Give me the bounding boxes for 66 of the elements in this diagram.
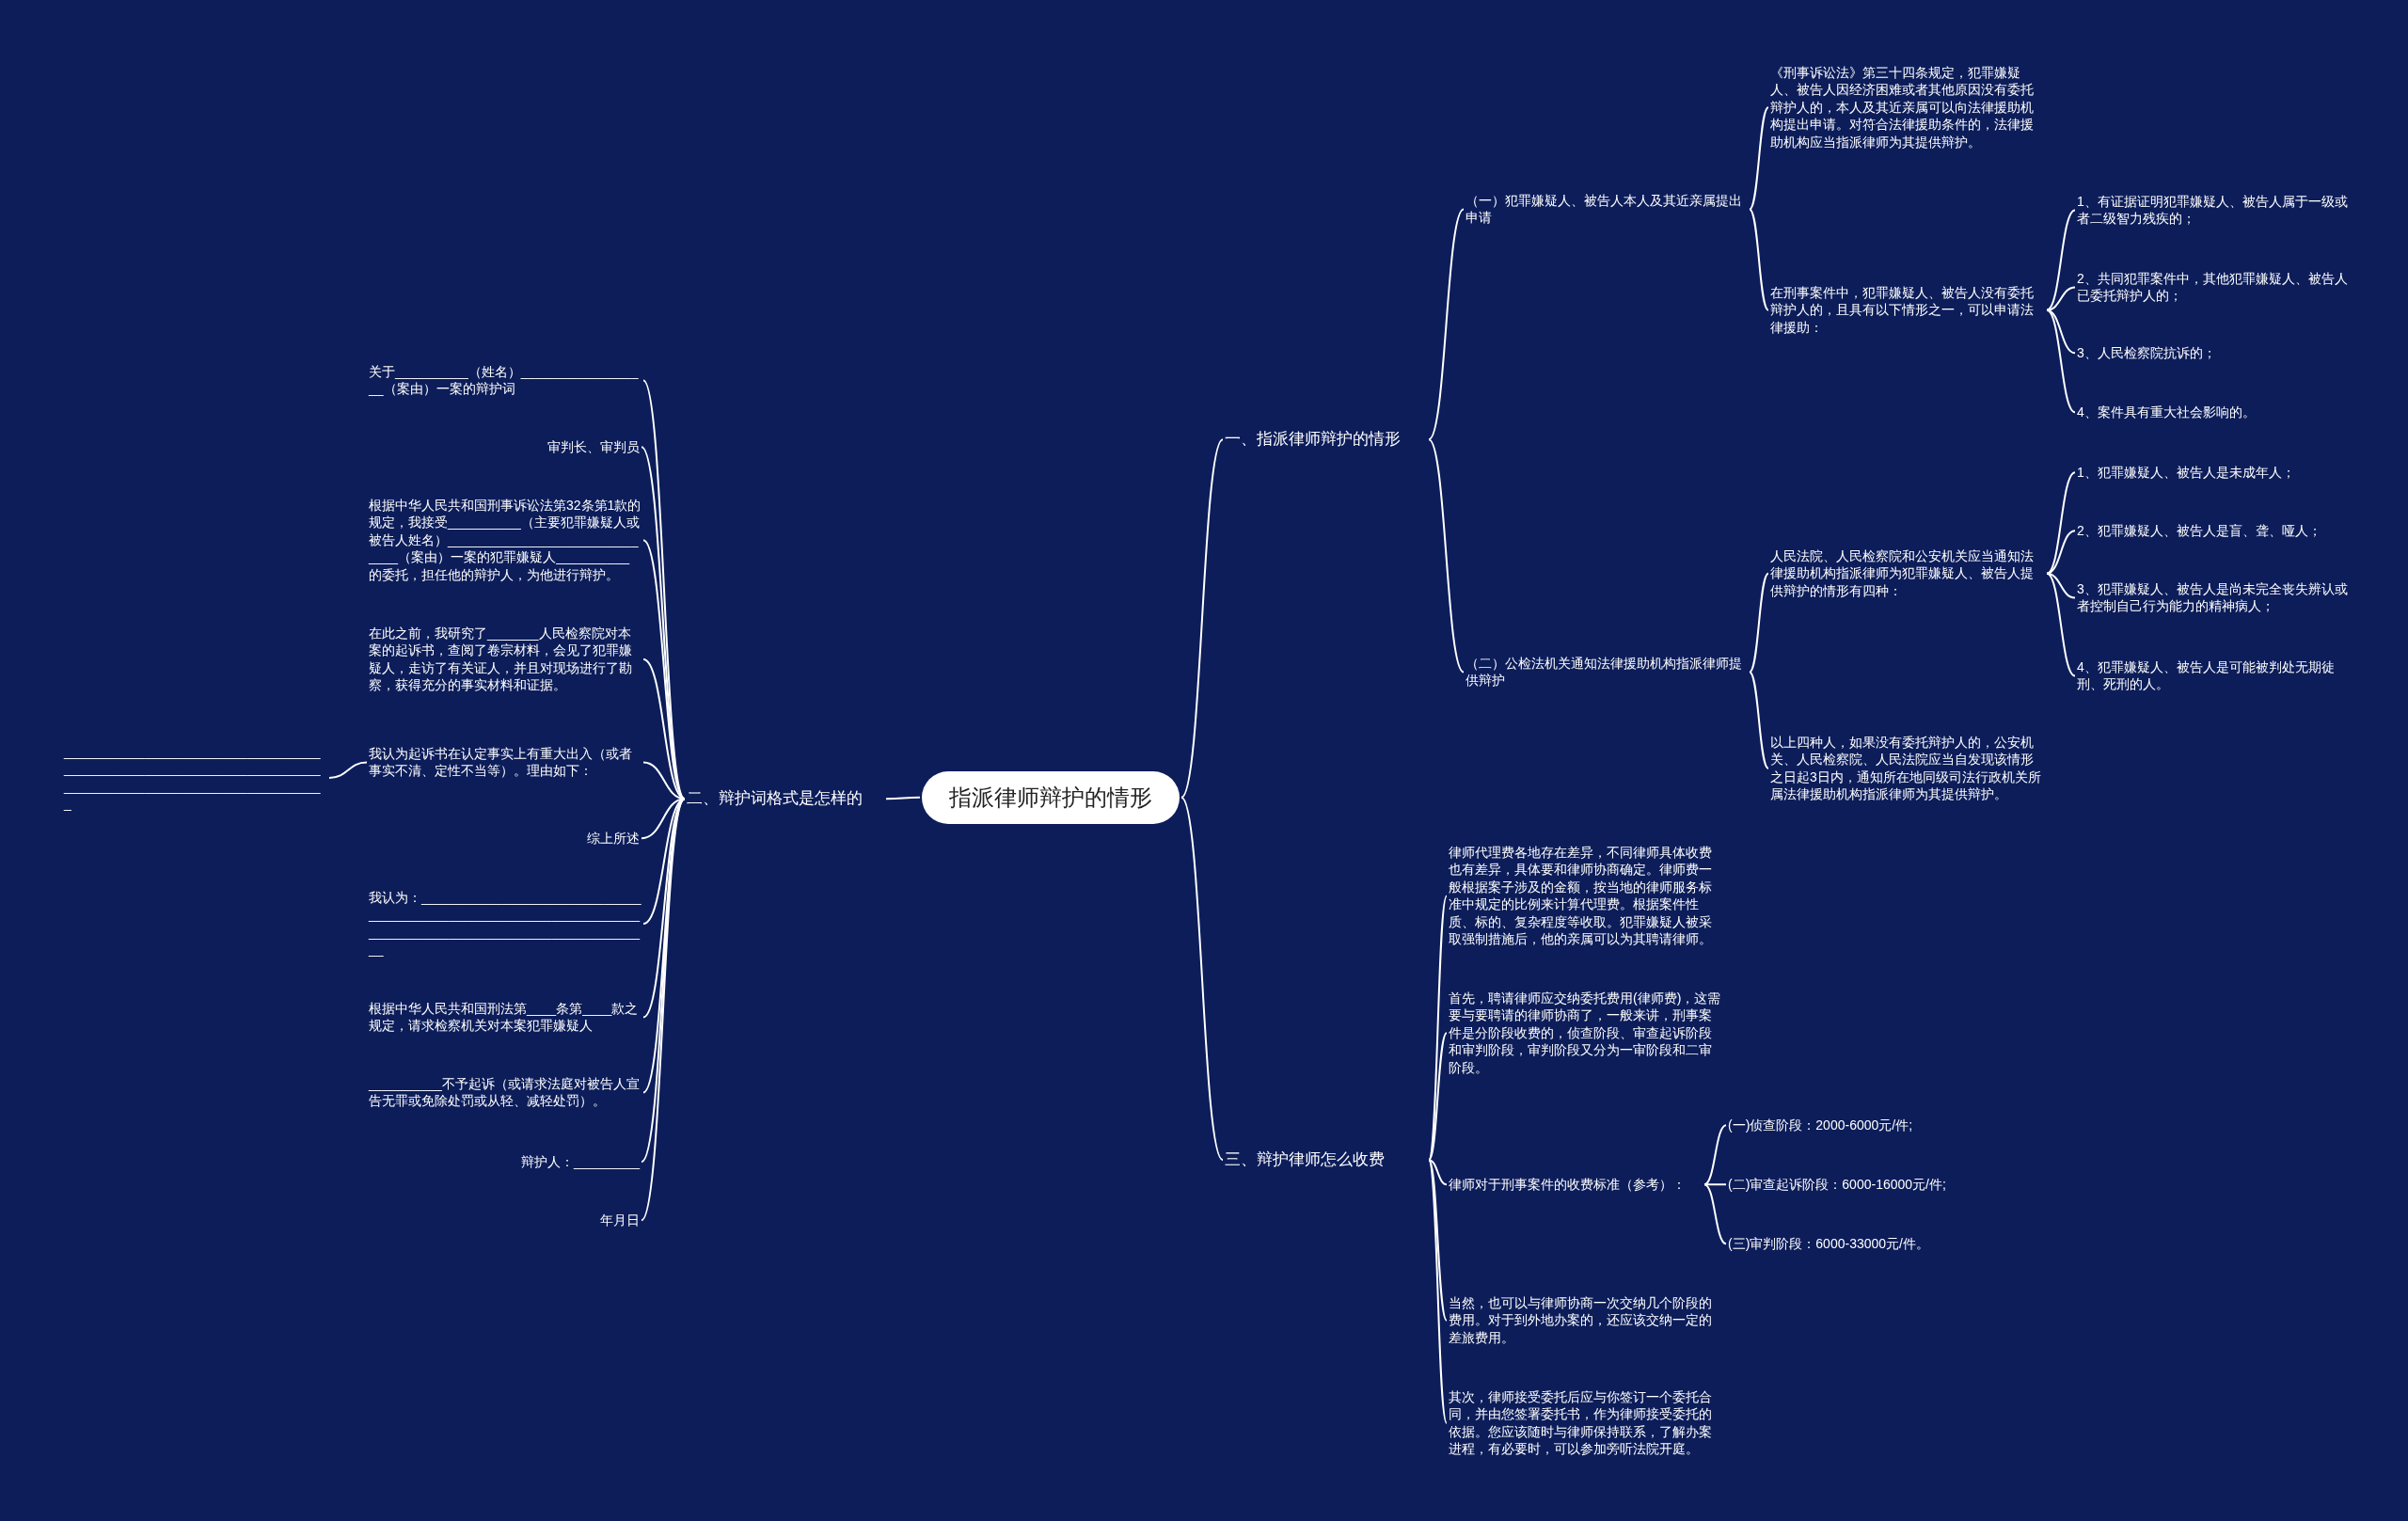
topic-text: 《刑事诉讼法》第三十四条规定，犯罪嫌疑人、被告人因经济困难或者其他原因没有委托辩护人的，本人及其近亲属可以向法律援助机构提出申请。对符合法律援助条件的，法律援助机构应当指派律师为其提供辩护。: [1770, 64, 2045, 151]
topic-text: __________________________________________________________________________________________________________: [64, 743, 327, 813]
connector-line: [2046, 572, 2076, 599]
topic-text: 在刑事案件中，犯罪嫌疑人、被告人没有委托辩护人的，且具有以下情形之一，可以申请法律援助：: [1770, 284, 2045, 337]
branch-topic: 三、辩护律师怎么收费: [1225, 1149, 1427, 1171]
topic-text: 律师代理费各地存在差异，不同律师具体收费也有差异，具体要和律师协商确定。律师费一般根据案子涉及的金额，按当地的律师服务标准中规定的比例来计算代理费。根据案件性质、标的、复杂程度等收取。犯罪嫌疑人被采取强制措施后，他的亲属可以为其聘请律师。: [1449, 844, 1723, 948]
connector-line: [2046, 309, 2076, 355]
topic-text: (一)侦查阶段：2000-6000元/件;: [1728, 1117, 1972, 1134]
connector-line: [1180, 796, 1224, 1162]
connector-line: [642, 798, 686, 925]
connector-line: [642, 658, 686, 800]
topic-text: 年月日: [600, 1212, 640, 1229]
topic-text: 当然，也可以与律师协商一次交纳几个阶段的费用。对于到外地办案的，还应该交纳一定的差旅费用。: [1449, 1294, 1723, 1347]
connector-line: [1703, 1183, 1727, 1245]
connector-line: [641, 446, 686, 800]
topic-text: 关于__________（姓名）__________________（案由）一案的辩护词: [369, 363, 642, 398]
connector-line: [1428, 1159, 1448, 1322]
connector-line: [1428, 208, 1465, 441]
topic-text: 审判长、审判员: [547, 438, 640, 456]
topic-text: 3、人民检察院抗诉的；: [2077, 344, 2350, 362]
topic-text: 3、犯罪嫌疑人、被告人是尚未完全丧失辨认或者控制自己行为能力的精神病人；: [2077, 580, 2350, 615]
topic-text: 辩护人：_________: [521, 1153, 641, 1171]
connector-line: [1749, 208, 1769, 311]
topic-text: 人民法院、人民检察院和公安机关应当通知法律援助机构指派律师为犯罪嫌疑人、被告人提供辩护的情形有四种：: [1770, 547, 2045, 600]
topic-text: （一）犯罪嫌疑人、被告人本人及其近亲属提出申请: [1465, 192, 1748, 227]
topic-text: (三)审判阶段：6000-33000元/件。: [1728, 1235, 1972, 1253]
connector-line: [1749, 572, 1769, 673]
topic-text: 2、犯罪嫌疑人、被告人是盲、聋、哑人；: [2077, 522, 2350, 540]
topic-text: 以上四种人，如果没有委托辩护人的，公安机关、人民检察院、人民法院应当自发现该情形之日起3日内，通知所在地同级司法行政机关所属法律援助机构指派律师为其提供辩护。: [1770, 734, 2045, 803]
connector-line: [2046, 471, 2076, 575]
topic-text: 2、共同犯罪案件中，其他犯罪嫌疑人、被告人已委托辩护人的；: [2077, 270, 2350, 305]
topic-text: 其次，律师接受委托后应与你签订一个委托合同，并由您签署委托书，作为律师接受委托的依据。您应该随时与律师保持联系，了解办案进程，有必要时，可以参加旁听法院开庭。: [1449, 1388, 1723, 1458]
branch-topic: 一、指派律师辩护的情形: [1225, 429, 1427, 451]
topic-text: 1、有证据证明犯罪嫌疑人、被告人属于一级或者二级智力残疾的；: [2077, 193, 2350, 228]
connector-line: [1428, 1032, 1448, 1162]
topic-text: 4、犯罪嫌疑人、被告人是可能被判处无期徒刑、死刑的人。: [2077, 658, 2350, 693]
connector-line: [2046, 572, 2076, 677]
topic-text: 1、犯罪嫌疑人、被告人是未成年人；: [2077, 464, 2350, 482]
topic-text: （二）公检法机关通知法律援助机构指派律师提供辩护: [1465, 655, 1748, 689]
topic-text: 综上所述: [587, 830, 640, 848]
connector-line: [1703, 1183, 1727, 1186]
connector-line: [1749, 671, 1769, 769]
connector-line: [328, 761, 368, 779]
connector-line: [1428, 438, 1465, 673]
connector-line: [2046, 530, 2076, 575]
connector-line: [1180, 438, 1224, 799]
central-topic: 指派律师辩护的情形: [922, 771, 1180, 824]
connector-line: [885, 796, 921, 800]
topic-text: 4、案件具有重大社会影响的。: [2077, 404, 2350, 421]
topic-text: 我认为起诉书在认定事实上有重大出入（或者事实不清、定性不当等）。理由如下：: [369, 745, 642, 780]
topic-text: 我认为：__________________________________________________________________________________________________________: [369, 889, 642, 959]
topic-text: __________不予起诉（或请求法庭对被告人宣告无罪或免除处罚或从轻、减轻处罚）。: [369, 1075, 642, 1110]
connector-line: [1749, 106, 1769, 211]
connector-line: [2046, 286, 2076, 311]
topic-text: 根据中华人民共和国刑法第____条第____款之规定，请求检察机关对本案犯罪嫌疑人: [369, 1000, 642, 1035]
topic-text: 律师对于刑事案件的收费标准（参考）：: [1449, 1176, 1703, 1194]
topic-text: 在此之前，我研究了_______人民检察院对本案的起诉书，查阅了卷宗材料，会见了犯罪嫌疑人，走访了有关证人，并且对现场进行了勘察，获得充分的事实材料和证据。: [369, 625, 642, 694]
connector-line: [2046, 209, 2076, 311]
connector-line: [1428, 1159, 1448, 1186]
topic-text: (二)审查起诉阶段：6000-16000元/件;: [1728, 1176, 1972, 1194]
connector-line: [2046, 309, 2076, 414]
branch-topic: 二、辩护词格式是怎样的: [687, 788, 884, 810]
topic-text: 首先，聘请律师应交纳委托费用(律师费)，这需要与要聘请的律师协商了，一般来讲，刑事案件是分阶段收费的，侦查阶段、审查起诉阶段和审判阶段，审判阶段又分为一审阶段和二审阶段。: [1449, 990, 1723, 1077]
connector-line: [1428, 1159, 1448, 1424]
connector-line: [1703, 1124, 1727, 1186]
topic-text: 根据中华人民共和国刑事诉讼法第32条第1款的规定，我接受__________（主要犯罪嫌疑人或被告人姓名）______________________________（案由）一案的犯罪嫌疑人__________的委托，担任他的辩护人，为他进行辩护。: [369, 497, 642, 584]
